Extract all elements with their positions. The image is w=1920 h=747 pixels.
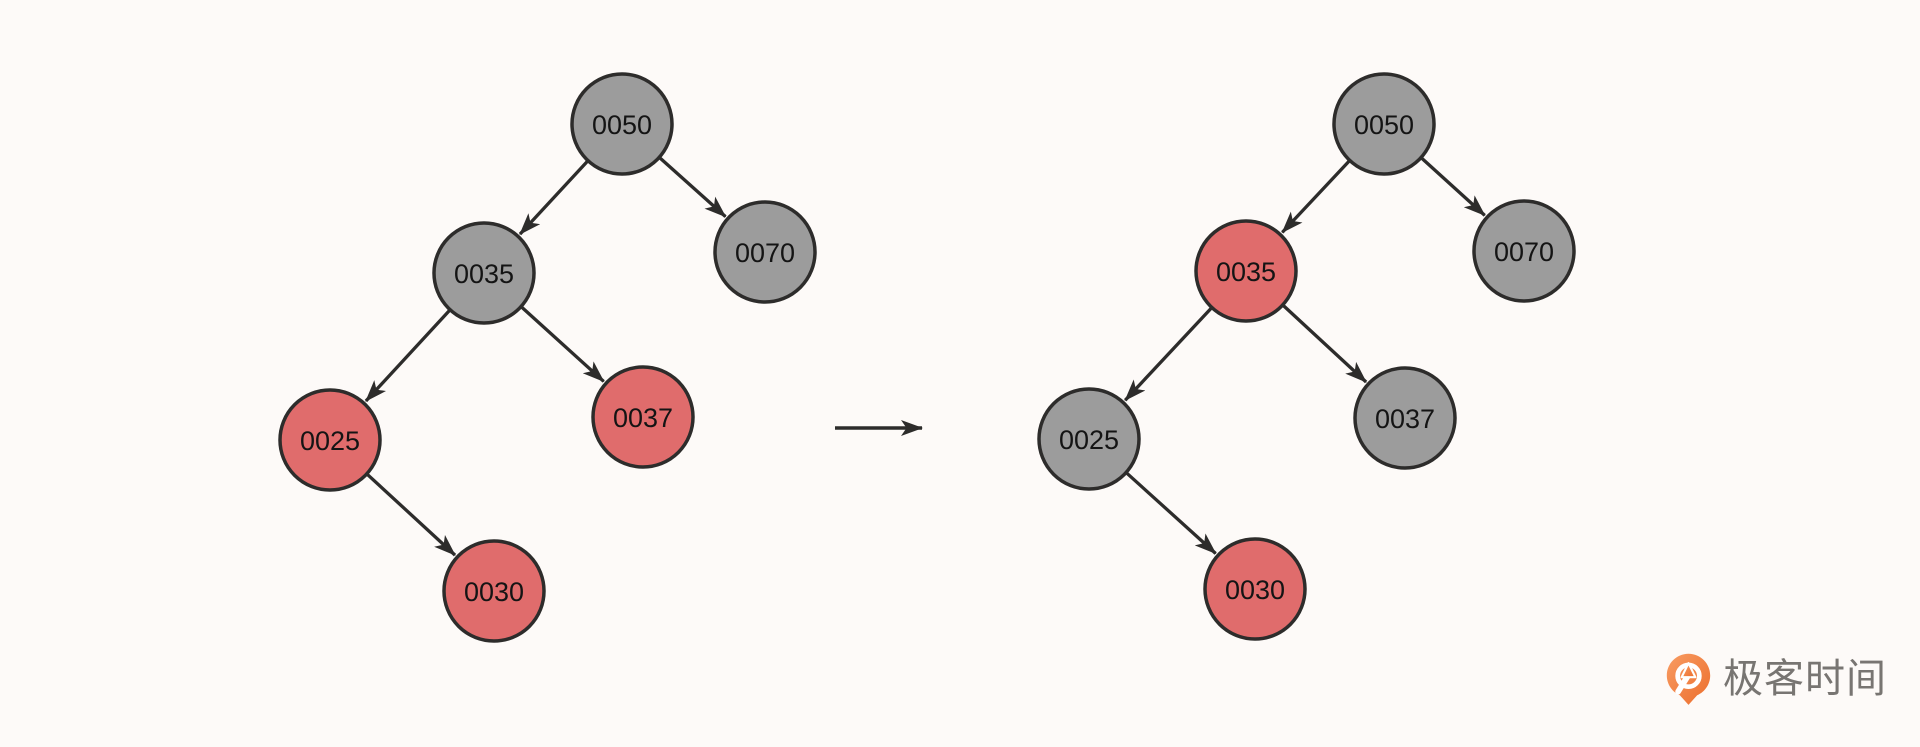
node-label: 0050	[1354, 110, 1414, 140]
edge-before-0035-0037	[520, 306, 605, 383]
node-before-0035: 0035	[432, 221, 536, 325]
edge-before-0025-0030	[366, 473, 457, 557]
tree-after: 0050 0035 0070 0025 0037 0030	[1037, 72, 1576, 641]
geektime-pin-icon	[1666, 653, 1711, 705]
node-before-0030: 0030	[442, 539, 546, 643]
node-circle	[1353, 366, 1457, 470]
node-circle	[1194, 219, 1298, 323]
geektime-logo-text: 极客时间	[1723, 657, 1887, 701]
edge-after-0035-0025	[1123, 307, 1213, 402]
edge-after-0035-0037	[1282, 304, 1368, 384]
node-circle	[278, 388, 382, 492]
node-before-0070: 0070	[713, 200, 817, 304]
node-circle	[713, 200, 817, 304]
edge-after-0050-0070	[1420, 157, 1486, 217]
node-label: 0050	[592, 110, 652, 140]
node-label: 0037	[613, 403, 673, 433]
node-label: 0025	[1059, 425, 1119, 455]
node-circle	[1037, 387, 1141, 491]
edge-before-0050-0035	[518, 160, 589, 236]
edge-before-0050-0070	[658, 156, 727, 218]
edge-before-0035-0025	[364, 309, 451, 403]
node-before-0037: 0037	[591, 365, 695, 469]
node-after-0025: 0025	[1037, 387, 1141, 491]
arrow-head	[1680, 662, 1697, 679]
node-label: 0035	[454, 259, 514, 289]
node-circle	[432, 221, 536, 325]
node-circle	[570, 72, 674, 176]
node-label: 0070	[735, 238, 795, 268]
node-label: 0070	[1494, 237, 1554, 267]
node-label: 0025	[300, 426, 360, 456]
node-before-0025: 0025	[278, 388, 382, 492]
tree-before: 0050 0035 0070 0025 0037 0030	[278, 72, 817, 643]
geektime-logo: 极客时间	[1665, 651, 1887, 707]
node-circle	[1472, 199, 1576, 303]
node-after-0050: 0050	[1332, 72, 1436, 176]
node-after-0035: 0035	[1194, 219, 1298, 323]
node-label: 0035	[1216, 257, 1276, 287]
node-circle	[1332, 72, 1436, 176]
node-circle	[591, 365, 695, 469]
node-before-0050: 0050	[570, 72, 674, 176]
edge-after-0025-0030	[1125, 471, 1217, 555]
node-after-0037: 0037	[1353, 366, 1457, 470]
node-after-0030: 0030	[1203, 537, 1307, 641]
node-circle	[1203, 537, 1307, 641]
node-label: 0030	[464, 577, 524, 607]
node-label: 0030	[1225, 575, 1285, 605]
node-label: 0037	[1375, 404, 1435, 434]
node-after-0070: 0070	[1472, 199, 1576, 303]
node-circle	[442, 539, 546, 643]
edge-after-0050-0035	[1281, 160, 1351, 234]
